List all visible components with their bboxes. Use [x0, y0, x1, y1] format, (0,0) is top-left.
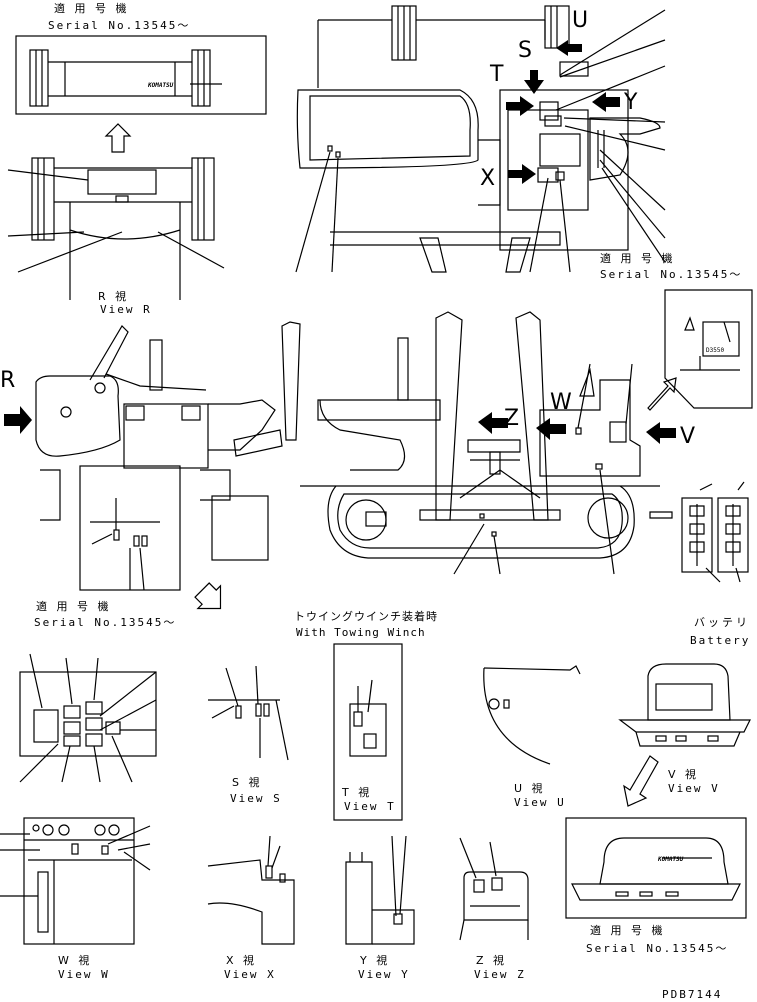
lever-plate-left [681, 497, 713, 573]
callout-y: Y [624, 90, 638, 115]
serial-label-1: Serial No.13545～ [48, 19, 191, 32]
arrow-t [506, 96, 534, 116]
komatsu-logo-2: KOMATSU [658, 856, 684, 863]
diag-arrow [194, 582, 222, 610]
callout-u: U [572, 8, 589, 33]
battery [647, 663, 731, 721]
applicability-label-3: 適 用 号 機 [36, 600, 112, 613]
serial-label-3: Serial No.13545～ [34, 616, 177, 629]
view-u-jp: U 視 [514, 782, 546, 795]
serial-label-4: Serial No.13545～ [586, 942, 729, 955]
arrow-r [4, 406, 32, 434]
arrow-v-outline [647, 377, 677, 411]
view-s-en: View S [230, 792, 282, 805]
view-v-jp: V 視 [668, 768, 700, 781]
view-x-shape [207, 859, 295, 945]
view-y-en: View Y [358, 968, 410, 981]
applicability-label-4: 適 用 号 機 [590, 924, 666, 937]
control-console [499, 89, 629, 251]
view-t-jp: T 視 [342, 786, 373, 799]
view-w-jp: W 視 [58, 954, 93, 967]
applicability-label-1: 適 用 号 機 [54, 2, 130, 15]
arrow-s [524, 70, 544, 94]
view-v-en: View V [668, 782, 720, 795]
view-r-en: View R [100, 303, 152, 316]
view-t-en: View T [344, 800, 396, 813]
right-track [191, 49, 211, 107]
left-track [29, 49, 49, 107]
view-w-frame [23, 817, 135, 945]
view-u-shape [483, 665, 581, 675]
winch-en: With Towing Winch [296, 626, 426, 639]
callout-z: Z [504, 406, 520, 431]
arrow-v [646, 422, 676, 444]
arrow-w [536, 418, 566, 440]
battery-serial-frame [565, 817, 747, 919]
view-w-en: View W [58, 968, 110, 981]
panel-view [19, 671, 157, 757]
battery-jp: バッテリ [694, 616, 750, 629]
view-x-en: View X [224, 968, 276, 981]
engine-hood [123, 403, 209, 469]
view-z-jp: Z 視 [476, 954, 508, 967]
arrow-z [478, 412, 508, 434]
view-u-en: View U [514, 796, 566, 809]
callout-w: W [550, 390, 572, 415]
arrow-u [556, 40, 582, 56]
view-s-jp: S 視 [232, 776, 263, 789]
view-r-jp: R 視 [98, 290, 130, 303]
plate-detail-frame [664, 289, 753, 409]
winch-jp: トウイングウインチ装着時 [294, 610, 438, 623]
up-arrow [104, 123, 132, 153]
battery-arrow [623, 755, 659, 807]
plate-code: D3550 [706, 347, 725, 354]
arrow-y [592, 92, 620, 112]
callout-t: T [490, 62, 504, 87]
track-outline [327, 485, 635, 559]
callout-v: V [680, 424, 696, 449]
callout-r: R [0, 368, 16, 393]
view-z-en: View Z [474, 968, 526, 981]
callout-x: X [480, 166, 496, 191]
rear-label [87, 169, 157, 195]
arrow-x [508, 164, 536, 184]
serial-view-frame [15, 35, 267, 115]
komatsu-logo-1: KOMATSU [148, 82, 174, 89]
view-t-frame [333, 643, 403, 821]
view-z-shape [463, 871, 529, 921]
view-y-jp: Y 視 [360, 954, 391, 967]
callout-s: S [518, 38, 532, 63]
applicability-label-2: 適 用 号 機 [600, 252, 676, 265]
fuel-tank [296, 89, 479, 169]
view-x-jp: X 視 [226, 954, 258, 967]
lever-plate-right [717, 497, 749, 573]
battery-en: Battery [690, 634, 751, 647]
rear-body [539, 379, 641, 477]
serial-label-2: Serial No.13545～ [600, 268, 743, 281]
drawing-number: PDB7144 [662, 988, 723, 1001]
ripper-frame [35, 375, 121, 457]
